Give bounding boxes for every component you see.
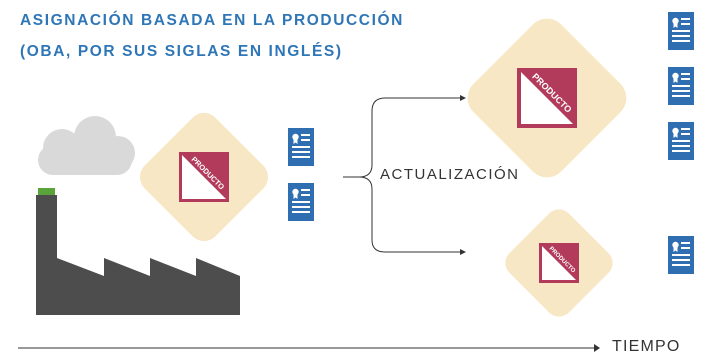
- product-box-icon: PRODUCTO: [517, 68, 577, 128]
- allowance-certificate-icon: [668, 236, 694, 274]
- product-box-icon: PRODUCTO: [179, 152, 229, 202]
- time-axis-arrow: [18, 344, 600, 352]
- product-box-icon: PRODUCTO: [539, 243, 579, 283]
- smoke-cloud-icon: [38, 116, 135, 175]
- factory-icon: [36, 188, 240, 315]
- allowance-certificate-icon: [668, 12, 694, 50]
- allowance-certificate-icon: [668, 122, 694, 160]
- allowance-certificate-icon: [668, 67, 694, 105]
- time-label: TIEMPO: [612, 338, 681, 355]
- arrowhead-icon: [460, 249, 466, 255]
- diagram-title-line-2: (OBA, POR SUS SIGLAS EN INGLÉS): [20, 43, 343, 60]
- update-arrows: [343, 97, 463, 253]
- chimney-cap: [38, 188, 55, 195]
- diagram-title-line-1: ASIGNACIÓN BASADA EN LA PRODUCCIÓN: [20, 12, 404, 29]
- allowance-certificate-icon: [288, 183, 314, 221]
- arrowhead-icon: [460, 95, 466, 101]
- allowance-certificate-icon: [288, 128, 314, 166]
- update-label: ACTUALIZACIÓN: [380, 166, 520, 183]
